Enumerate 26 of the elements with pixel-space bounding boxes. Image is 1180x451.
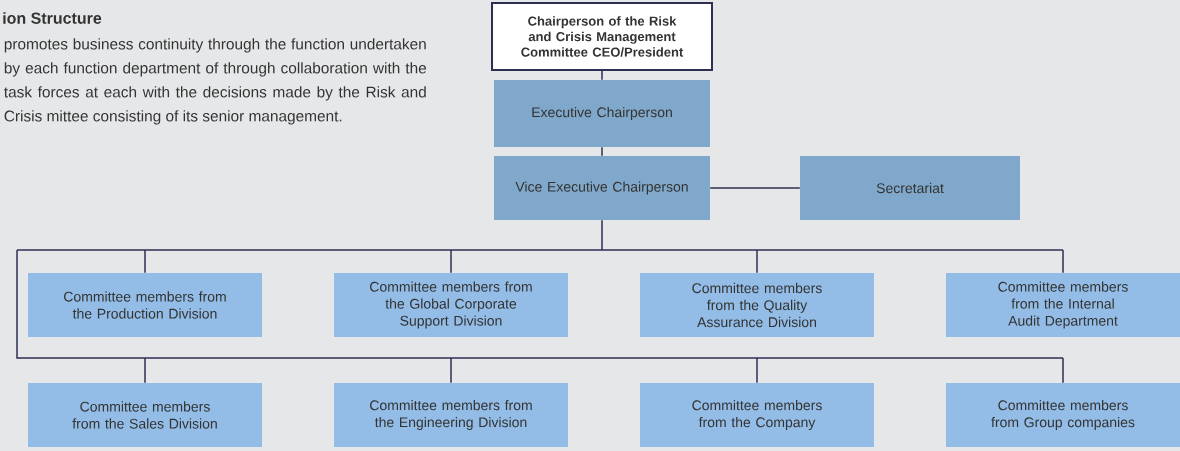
- committee-box: Committee members from the Sales Division: [28, 383, 262, 447]
- committee-box: Committee members from the Company: [640, 383, 874, 447]
- position-box: Secretariat: [800, 156, 1020, 220]
- connector-line: [601, 146, 603, 157]
- connector-line: [450, 249, 452, 274]
- committee-box: Committee members from the Engineering Division: [334, 383, 568, 447]
- section-title: ion Structure: [3, 12, 102, 24]
- committee-box: Committee members from the Internal Audit Department: [946, 273, 1180, 337]
- committee-box: Committee members from the Quality Assurance Division: [640, 273, 874, 337]
- head-box: Chairperson of the Risk and Crisis Management Committee CEO/President: [491, 2, 713, 71]
- connector-line: [1062, 357, 1064, 384]
- committee-box: Committee members from Group companies: [946, 383, 1180, 447]
- connector-line: [144, 357, 146, 384]
- connector-line: [756, 249, 758, 274]
- position-box: Executive Chairperson: [494, 80, 710, 147]
- committee-box: Committee members from the Production Division: [28, 273, 262, 337]
- connector-line: [1062, 249, 1064, 274]
- committee-box: Committee members from the Global Corporate Support Division: [334, 273, 568, 337]
- connector-line: [709, 187, 801, 189]
- connector-line: [16, 219, 1064, 359]
- connector-line: [601, 70, 603, 81]
- connector-line: [144, 249, 146, 274]
- connector-line: [450, 357, 452, 384]
- position-box: Vice Executive Chairperson: [494, 156, 710, 220]
- description-paragraph: promotes business continuity through the function undertaken by each function department of through collaboration with the task forces at each with the decisions made by the Risk and Crisis mittee consisting of its senior management.: [4, 38, 427, 125]
- connector-line: [756, 357, 758, 384]
